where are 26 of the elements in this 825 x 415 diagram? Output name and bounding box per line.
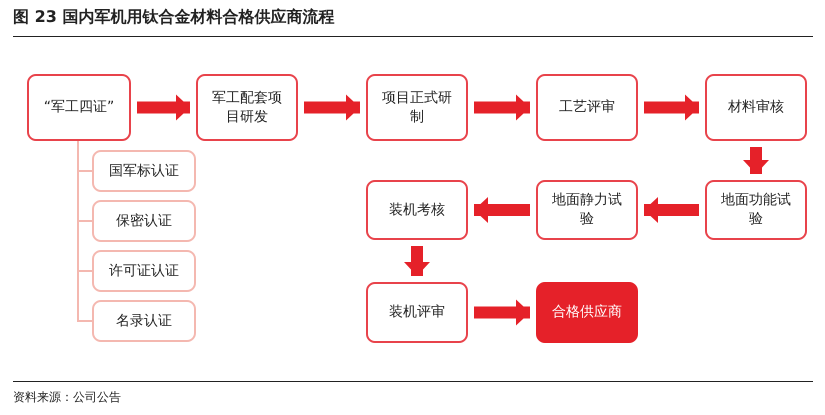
certificate-box: 许可证认证 — [92, 250, 196, 292]
block-arrow — [474, 197, 530, 223]
source-note: 资料来源：公司公告 — [13, 389, 121, 406]
block-arrow — [304, 94, 360, 120]
result-box: 合格供应商 — [536, 282, 638, 343]
connector-line — [77, 141, 92, 322]
process-box: 项目正式研制 — [366, 74, 468, 141]
process-box: “军工四证” — [27, 74, 131, 141]
process-box: 军工配套项目研发 — [196, 74, 298, 141]
block-arrow — [137, 94, 190, 120]
certificate-box: 国军标认证 — [92, 150, 196, 192]
block-arrow — [644, 94, 699, 120]
figure-title: 图 23 国内军机用钛合金材料合格供应商流程 — [13, 7, 334, 28]
process-box: 装机评审 — [366, 282, 468, 343]
process-box: 地面静力试验 — [536, 180, 638, 240]
process-box: 装机考核 — [366, 180, 468, 240]
process-box: 材料审核 — [705, 74, 807, 141]
process-box: 地面功能试验 — [705, 180, 807, 240]
block-arrow — [474, 94, 530, 120]
block-arrow — [743, 147, 769, 174]
process-box: 工艺评审 — [536, 74, 638, 141]
block-arrow — [404, 246, 430, 276]
certificate-box: 保密认证 — [92, 200, 196, 242]
certificate-box: 名录认证 — [92, 300, 196, 342]
block-arrow — [644, 197, 699, 223]
block-arrow — [474, 300, 530, 326]
